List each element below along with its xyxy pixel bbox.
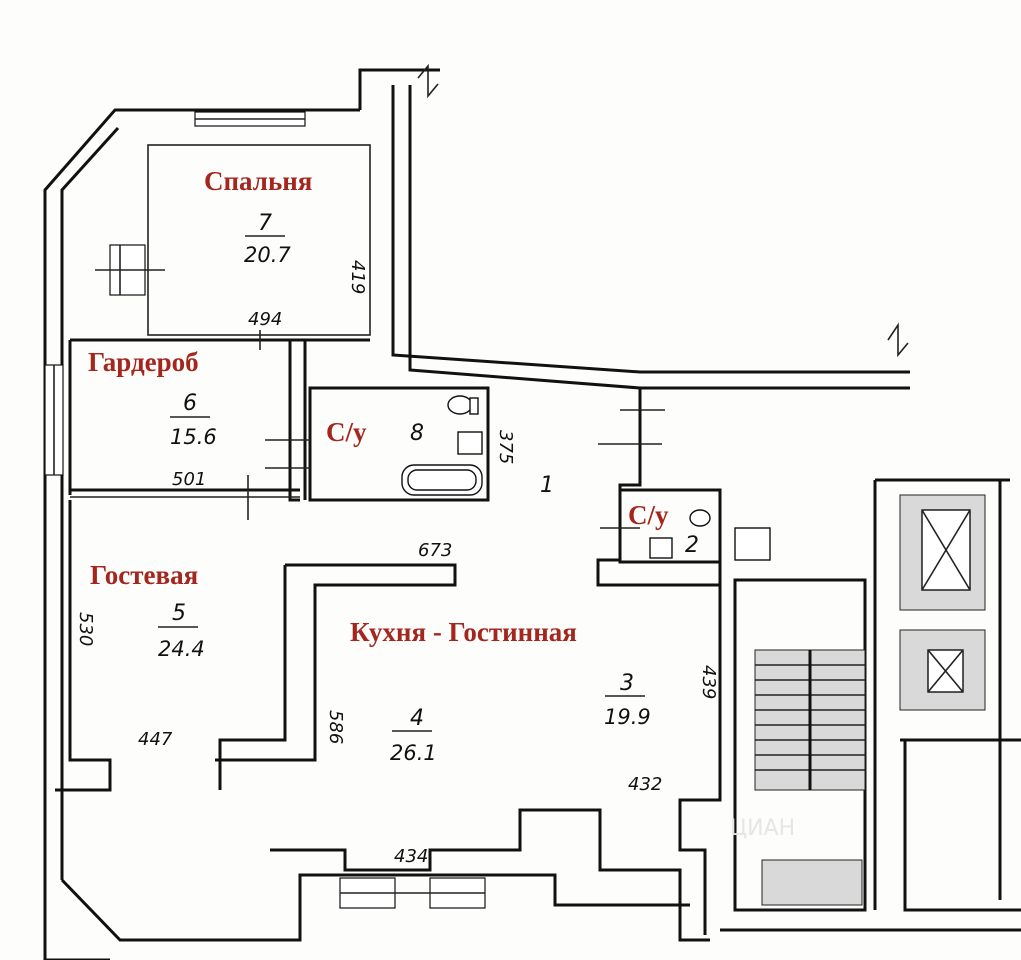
wardrobe-number: 6	[183, 391, 197, 416]
bathroom-dim-side: 375	[495, 430, 516, 464]
kitchen-living-dim-left: 586	[325, 710, 346, 744]
guest-dim-side: 530	[75, 612, 96, 646]
hall-number: 1	[540, 473, 554, 498]
guest-dim-bottom: 447	[138, 729, 173, 750]
stair-core	[754, 494, 986, 906]
sink-icon	[457, 431, 483, 455]
guest-area: 24.4	[158, 637, 205, 661]
bedroom-name: Спальня	[204, 166, 312, 196]
living-dim-bottom: 432	[628, 774, 662, 795]
wardrobe-name: Гардероб	[88, 347, 199, 377]
guest-number: 5	[172, 601, 186, 626]
door-marks	[95, 269, 665, 529]
living-area: 19.9	[604, 705, 651, 729]
bathroom-main-name: С/у	[326, 417, 367, 447]
sink-small-icon	[649, 537, 673, 559]
exterior-walls	[43, 63, 1021, 960]
kitchen-area: 26.1	[390, 741, 437, 765]
bedroom-dim-bottom: 494	[248, 309, 282, 330]
toilet-icon	[447, 395, 473, 415]
living-dim-side: 439	[698, 665, 719, 699]
bedroom-number: 7	[258, 211, 272, 236]
bathroom-small-number: 2	[685, 533, 699, 558]
guest-room-name: Гостевая	[90, 560, 198, 590]
shaft-icon	[734, 527, 771, 561]
toilet-small-icon	[689, 509, 711, 527]
kitchen-living-dim-bottom: 434	[394, 846, 428, 867]
bedroom-dim-side: 419	[347, 260, 368, 294]
kitchen-living-dim-top: 673	[418, 540, 452, 561]
wardrobe-area: 15.6	[170, 425, 217, 449]
plumbing	[401, 395, 771, 561]
bedroom-area: 20.7	[244, 243, 291, 267]
kitchen-number: 4	[410, 706, 424, 731]
kitchen-living-name: Кухня - Гостинная	[350, 617, 577, 647]
watermark: ЦИАН	[730, 816, 795, 841]
wardrobe-dim-bottom: 501	[172, 469, 206, 490]
bathroom-main-number: 8	[410, 421, 424, 446]
bathroom-small-name: С/у	[628, 500, 669, 530]
living-number: 3	[620, 671, 634, 696]
